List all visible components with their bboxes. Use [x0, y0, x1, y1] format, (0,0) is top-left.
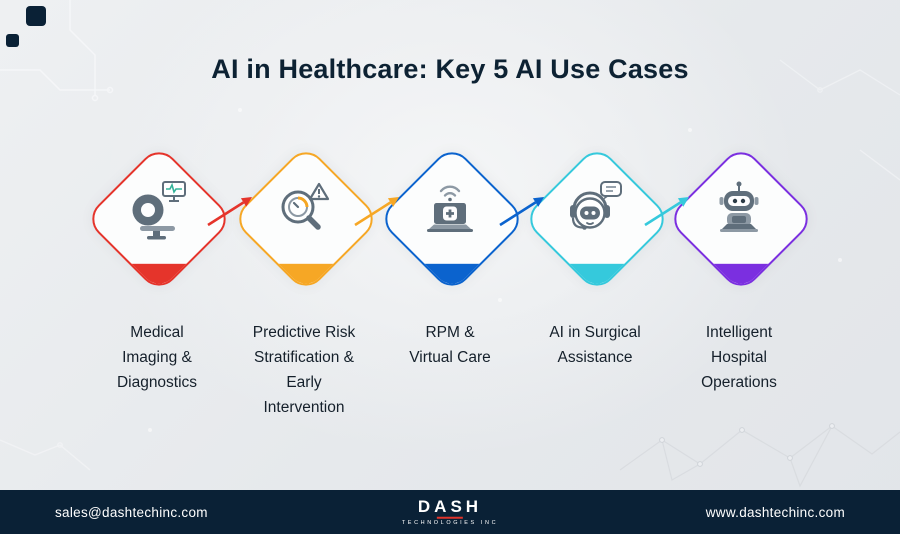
use-case-label: Predictive Risk Stratification & Early I…: [252, 324, 356, 417]
robot-operations-icon: [708, 179, 770, 241]
corner-chip: [6, 34, 19, 47]
diamond-fill: [522, 263, 672, 294]
contact-email: sales@dashtechinc.com: [55, 504, 208, 520]
mri-scanner-icon: [126, 179, 188, 241]
use-case-label: RPM & Virtual Care: [409, 324, 491, 367]
footer-bar: sales@dashtechinc.com DASH TECHNOLOGIES …: [0, 490, 900, 534]
flow-arrow-icon: [202, 190, 258, 234]
use-case-step: [520, 142, 672, 294]
use-case-label: AI in Surgical Assistance: [549, 324, 641, 367]
dash-logo: DASH TECHNOLOGIES INC: [402, 498, 498, 527]
use-case-step: [664, 142, 816, 294]
logo-accent-bar: [437, 516, 463, 519]
telehealth-laptop-icon: [419, 179, 481, 241]
flow-arrow-icon: [639, 190, 695, 234]
diamond-fill: [377, 263, 527, 294]
corner-chip: [26, 6, 46, 26]
page-title: AI in Healthcare: Key 5 AI Use Cases: [211, 54, 689, 85]
diamond-fill: [84, 263, 234, 294]
flow-arrow-icon: [494, 190, 550, 234]
use-case-step: [82, 142, 234, 294]
diamond-fill: [231, 263, 381, 294]
use-case-label: Medical Imaging & Diagnostics: [116, 324, 198, 392]
diamond-fill: [666, 263, 816, 294]
use-case-step: [375, 142, 527, 294]
logo-title: DASH: [417, 496, 483, 516]
use-case-step: [229, 142, 381, 294]
risk-magnifier-icon: [273, 179, 335, 241]
website-url: www.dashtechinc.com: [705, 504, 845, 520]
ai-assistant-robot-icon: [564, 179, 626, 241]
logo-subtitle: TECHNOLOGIES INC: [401, 519, 499, 526]
use-case-label: Intelligent Hospital Operations: [701, 324, 777, 392]
flow-arrow-icon: [349, 190, 405, 234]
